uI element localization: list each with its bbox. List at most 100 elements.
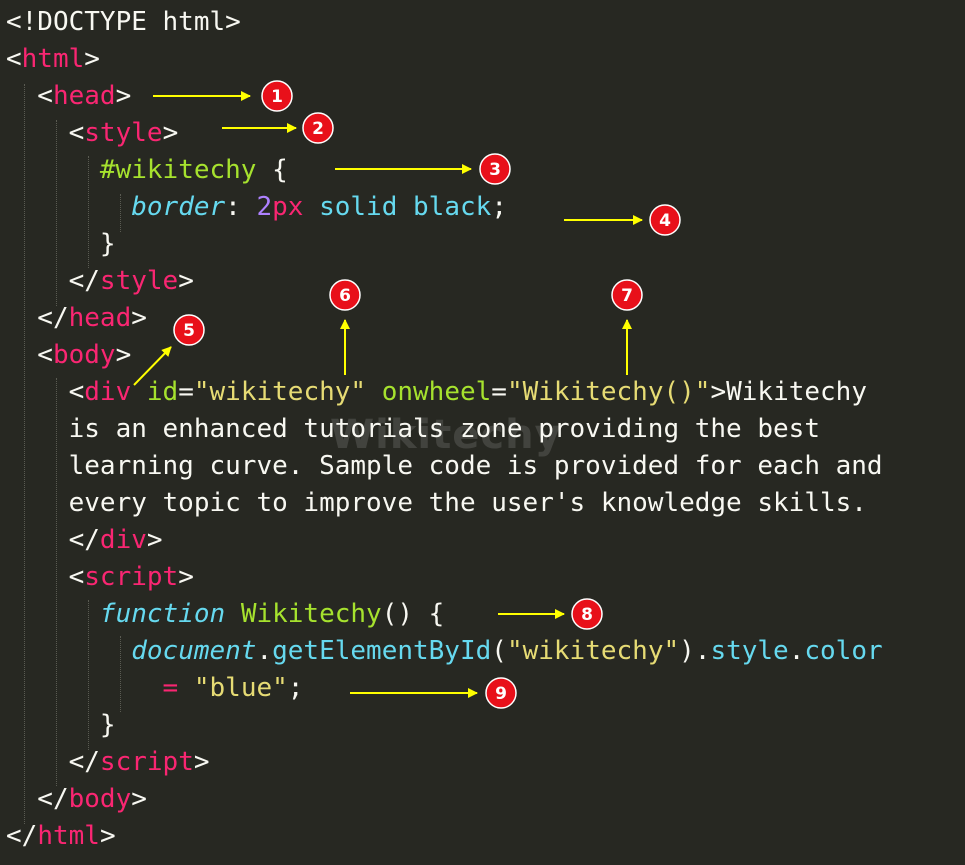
indent-guide	[120, 194, 121, 232]
code-token: ;	[287, 673, 304, 703]
code-token: div	[84, 377, 132, 407]
badge-8: 8	[571, 598, 603, 630]
badge-5-label: 5	[183, 321, 195, 341]
code-line: </script>	[6, 744, 210, 781]
code-token: black	[413, 192, 492, 222]
code-token: </	[6, 821, 38, 851]
code-token: onwheel	[381, 377, 492, 407]
code-line: learning curve. Sample code is provided …	[6, 448, 883, 485]
code-token: }	[6, 710, 116, 740]
code-line: <!DOCTYPE html>	[6, 4, 241, 41]
code-token: #wikitechy	[99, 155, 257, 185]
code-token: <	[6, 562, 85, 592]
arrow-5	[133, 346, 172, 386]
code-token: .	[788, 636, 805, 666]
code-token: color	[804, 636, 883, 666]
code-token: document	[131, 636, 257, 666]
code-token: head	[68, 303, 132, 333]
code-line: <html>	[6, 41, 100, 78]
code-token: >	[146, 525, 163, 555]
code-token: border	[131, 192, 226, 222]
code-token: "blue"	[193, 673, 288, 703]
watermark-logo: Wikitechy	[330, 412, 562, 458]
code-line: <div id="wikitechy" onwheel="Wikitechy()…	[6, 374, 867, 411]
code-token: learning curve. Sample code is provided …	[6, 451, 883, 481]
code-token: <	[6, 377, 85, 407]
code-token: >	[193, 747, 210, 777]
code-token: .	[256, 636, 273, 666]
code-token: script	[99, 747, 194, 777]
code-token: ;	[491, 192, 507, 222]
indent-guide	[56, 378, 57, 786]
code-token: "Wikitechy()"	[506, 377, 711, 407]
code-line: </html>	[6, 818, 116, 855]
code-token: (	[491, 636, 507, 666]
code-token: "wikitechy"	[506, 636, 680, 666]
indent-guide	[88, 600, 89, 750]
code-token: style	[99, 266, 179, 296]
code-token: <	[6, 44, 22, 74]
code-token: </	[6, 266, 100, 296]
code-line: <head>	[6, 78, 131, 115]
code-line: </div>	[6, 522, 163, 559]
code-token: =	[162, 673, 179, 703]
code-token: :	[225, 192, 257, 222]
badge-1: 1	[261, 80, 293, 112]
badge-6: 6	[329, 279, 361, 311]
code-line: = "blue";	[6, 670, 304, 707]
badge-4: 4	[649, 204, 681, 236]
code-line: function Wikitechy() {	[6, 596, 444, 633]
code-line: </style>	[6, 263, 194, 300]
badge-8-label: 8	[581, 605, 593, 625]
code-line: <script>	[6, 559, 194, 596]
code-token: >	[131, 303, 147, 333]
code-token: html	[21, 44, 85, 74]
code-token: style	[710, 636, 789, 666]
code-token: <	[6, 340, 53, 370]
code-token: () {	[381, 599, 445, 629]
indent-guide	[88, 156, 89, 268]
code-line: #wikitechy {	[6, 152, 288, 189]
code-token: >	[115, 340, 132, 370]
code-token: div	[99, 525, 147, 555]
code-token: >Wikitechy	[710, 377, 867, 407]
code-line: }	[6, 226, 116, 263]
code-token: getElementById	[272, 636, 492, 666]
code-token: =	[491, 377, 507, 407]
indent-guide	[120, 636, 121, 712]
code-line: </body>	[6, 781, 147, 818]
code-token: </	[6, 303, 69, 333]
code-line: is an enhanced tutorials zone providing …	[6, 411, 820, 448]
code-token: }	[6, 229, 116, 259]
code-token: >	[162, 118, 179, 148]
code-token: <	[6, 81, 53, 111]
badge-3-label: 3	[489, 160, 501, 180]
code-token: head	[52, 81, 116, 111]
badge-9-label: 9	[495, 684, 507, 704]
code-token: >	[178, 266, 194, 296]
code-line: border: 2px solid black;	[6, 189, 507, 226]
code-token: </	[6, 525, 100, 555]
code-line: }	[6, 707, 116, 744]
code-token: >	[115, 81, 132, 111]
code-line: </head>	[6, 300, 147, 337]
code-token: id	[146, 377, 179, 407]
badge-4-label: 4	[659, 211, 671, 231]
code-token: >	[178, 562, 194, 592]
code-token: is an enhanced tutorials zone providing …	[6, 414, 820, 444]
badge-5: 5	[173, 314, 205, 346]
code-line: document.getElementById("wikitechy").sty…	[6, 633, 883, 670]
code-token: </	[6, 784, 69, 814]
badge-9: 9	[485, 677, 517, 709]
badge-1-label: 1	[271, 87, 283, 107]
code-token: "wikitechy"	[193, 377, 367, 407]
badge-3: 3	[479, 153, 511, 185]
code-token: <!DOCTYPE html>	[6, 7, 241, 37]
code-token: >	[131, 784, 147, 814]
code-token: body	[68, 784, 132, 814]
code-token: <	[6, 118, 85, 148]
badge-2: 2	[302, 112, 334, 144]
badge-7-label: 7	[621, 286, 633, 306]
code-token: px	[272, 192, 304, 222]
